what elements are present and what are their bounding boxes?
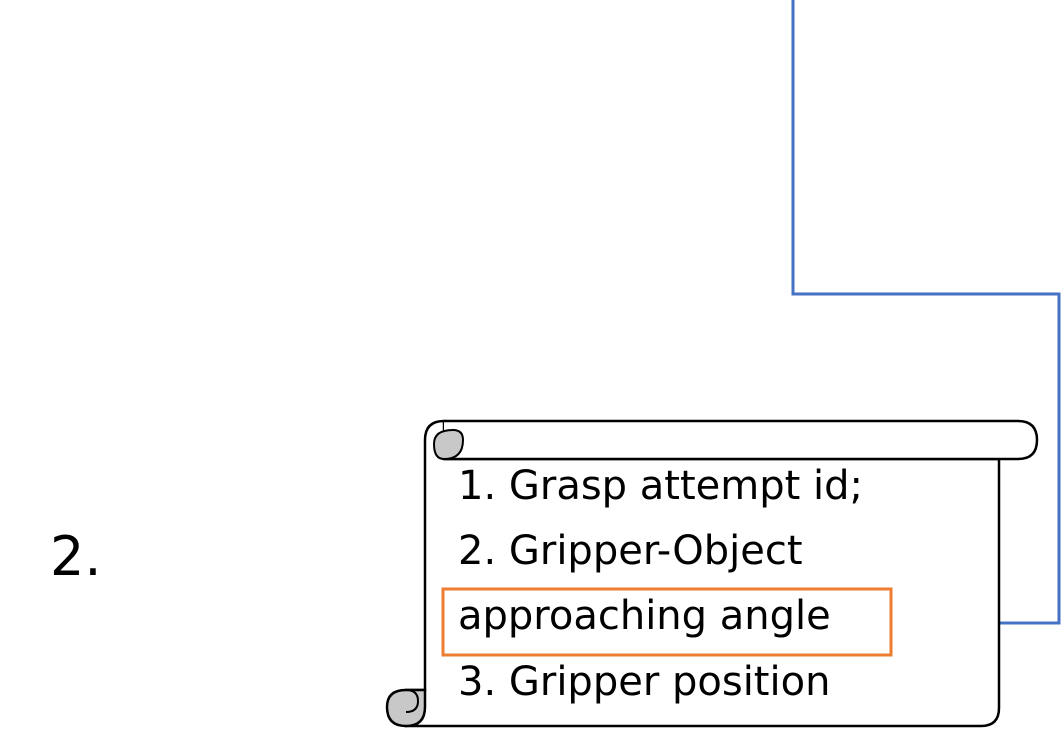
scroll-bottom-curl xyxy=(385,688,427,728)
connector-line xyxy=(791,0,1061,625)
scroll-line-approaching-angle: approaching angle xyxy=(458,593,831,639)
highlight-box xyxy=(441,587,893,657)
scroll-line-gripper-object: 2. Gripper-Object xyxy=(458,528,803,574)
scroll-bottom-curl-inner xyxy=(405,689,420,713)
scroll-line-grasp-attempt-id: 1. Grasp attempt id; xyxy=(458,463,863,509)
step-number-label: 2. xyxy=(50,525,102,588)
scroll-line-gripper-position: 3. Gripper position xyxy=(458,659,831,705)
scroll-top-roll xyxy=(444,419,1039,461)
scroll-top-curl xyxy=(432,428,465,461)
